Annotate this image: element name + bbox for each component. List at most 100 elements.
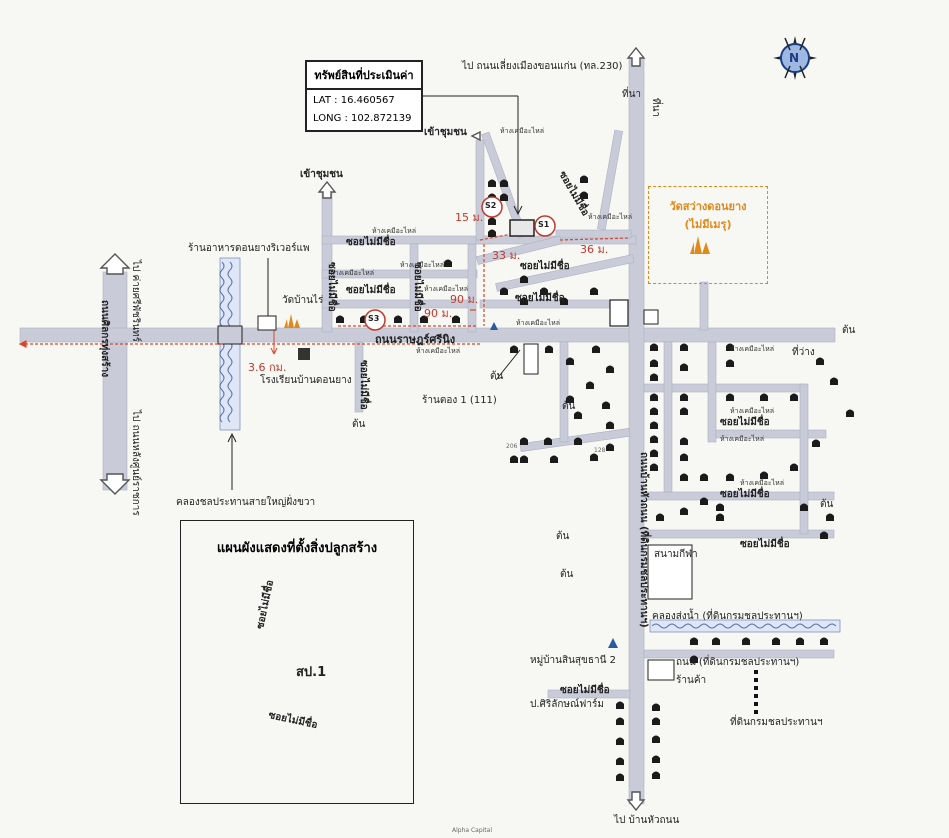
irrigation-canal-label: คลองส่งน้ำ (ที่ดินกรมชลประทานฯ) xyxy=(652,611,803,622)
to-center-label: ไป ถนนหลังศูนย์ราชการ xyxy=(130,410,141,516)
tree-label-5: ต้น xyxy=(820,499,834,510)
road-main-vertical xyxy=(628,57,645,805)
field-label-1: ที่นา xyxy=(622,89,642,100)
road-right-7 xyxy=(663,341,673,493)
compass-north-label: N xyxy=(789,51,800,65)
shop-label-10: ห้างเคมีอะไหล่ xyxy=(730,407,775,415)
wat-ban-rai-label: วัดบ้านไร่ xyxy=(282,295,324,306)
road-right-2 xyxy=(707,341,717,443)
road-lower-6 xyxy=(699,281,709,331)
road-community-3 xyxy=(321,269,478,279)
house-number-128: 128 xyxy=(594,447,606,454)
shop-label-9: ห้างเคมีอะไหล่ xyxy=(730,345,775,353)
road-lower-2 xyxy=(559,341,569,443)
s3-circle xyxy=(364,309,386,331)
temple-name: วัดสว่างดอนยาง xyxy=(669,200,747,213)
arrow-up-top xyxy=(626,46,646,67)
distance-3-6km: 3.6 กม. xyxy=(248,361,287,374)
road-community-10 xyxy=(495,254,635,292)
alley-label-9: ซอยไม่มีชื่อ xyxy=(720,489,770,500)
irrigation-canal xyxy=(649,619,841,633)
inset-building-label: สป.1 xyxy=(296,665,327,680)
s2-circle xyxy=(481,196,503,218)
distance-90m-b: 90 ม. xyxy=(424,307,453,320)
shop-label-6: ห้างเคมีอะไหล่ xyxy=(516,319,561,327)
main-vertical-road-label: ถนนบ้านหัวถนน (ที่ดินกรมชลประทานฯ) xyxy=(638,452,649,628)
alley-label-4: ซอยไม่มีชื่อ xyxy=(515,293,565,304)
arrow-community-left xyxy=(470,130,481,142)
road-right-3 xyxy=(715,429,827,439)
road-lower-3 xyxy=(547,689,631,699)
road-community-5 xyxy=(409,243,419,333)
road-arrows xyxy=(99,46,646,812)
canal xyxy=(217,257,243,431)
road-community-14 xyxy=(354,341,364,413)
arrow-up-left xyxy=(99,253,131,275)
alley-label-1: ซอยไม่มีชื่อ xyxy=(346,237,396,248)
road-community-13 xyxy=(475,139,485,241)
alley-label-3: ซอยไม่มีชื่อ xyxy=(520,261,570,272)
shop-label-1: ห้างเคมีอะไหล่ xyxy=(500,127,545,135)
leader-lines xyxy=(227,95,523,490)
tree-label-3: ต้น xyxy=(556,531,570,542)
road-community-6 xyxy=(467,243,477,333)
shop-small-label: ร้านค้า xyxy=(676,675,707,686)
irrigation-land-label: ที่ดินกรมชลประทานฯ xyxy=(730,717,823,728)
to-ban-hua-thanon-label: ไป บ้านหัวถนน xyxy=(614,815,680,826)
building-layout-inset: แผนผังแสดงที่ตั้งสิ่งปลูกสร้าง xyxy=(180,520,414,804)
left-road-label: ถนนศิลกรทุ่งสร้าง xyxy=(99,300,110,378)
restaurant-label: ร้านอาหารดอนยางริเวอร์แพ xyxy=(188,243,310,254)
community-entrance-label-2: เข้าชุมชน xyxy=(300,169,343,180)
road-lower-5 xyxy=(597,129,623,231)
tree-label-4: ต้น xyxy=(560,569,574,580)
subject-plot xyxy=(257,219,693,681)
alley-label-2: ซอยไม่มีชื่อ xyxy=(346,285,396,296)
tree-label-1: ต้น xyxy=(842,325,856,336)
houses xyxy=(336,175,854,781)
shop-label-5: ห้างเคมีอะไหล่ xyxy=(424,285,469,293)
s1-label: S1 xyxy=(538,220,550,229)
canal-label: คลองชลประทานสายใหญ่ฝั่งขวา xyxy=(176,497,316,508)
alley-label-8: ซอยไม่มีชื่อ xyxy=(720,417,770,428)
footer-watermark: Alpha Capital xyxy=(452,827,493,834)
shop-label-2: ห้างเคมีอะไหล่ xyxy=(372,227,417,235)
s2-label: S2 xyxy=(485,201,497,210)
distance-36m: 36 ม. xyxy=(580,243,609,256)
s3-label: S3 xyxy=(368,314,380,323)
alley-label-10: ซอยไม่มีชื่อ xyxy=(740,539,790,550)
temple-box: วัดสว่างดอนยาง (ไม่มีเมรุ) xyxy=(648,186,768,284)
coordinates-box: ทรัพย์สินที่ประเมินค่า LAT : 16.460567 L… xyxy=(305,60,423,132)
tree-label-6: ต้น xyxy=(352,419,366,430)
distance-90m-a: 90 ม. xyxy=(450,293,479,306)
marker-triangle-1 xyxy=(490,322,498,330)
road-lower-4 xyxy=(643,649,835,659)
road-right-4 xyxy=(643,491,835,501)
alley-label-7: ซอยไม่มีชื่อ xyxy=(358,360,369,410)
arrow-community-up xyxy=(317,180,337,199)
distance-15m: 15 ม. xyxy=(455,211,484,224)
tree-label-7: ต้น xyxy=(562,401,576,412)
marker-triangle-2 xyxy=(608,638,618,648)
inset-title: แผนผังแสดงที่ตั้งสิ่งปลูกสร้าง xyxy=(216,541,378,556)
temple-icon-wat-ban-rai xyxy=(284,314,300,328)
shop-label: ร้านตอง 1 (111) xyxy=(422,395,497,406)
to-highway-label: ไป ถนนเลี่ยงเมืองขอนแก่น (ทล.230) xyxy=(462,61,623,72)
shop-label-11: ห้างเคมีอะไหล่ xyxy=(720,435,765,443)
shop-label-4: ห้างเคมีอะไหล่ xyxy=(330,269,375,277)
triangle-markers xyxy=(490,322,618,648)
latitude-text: LAT : 16.460567 xyxy=(313,95,395,106)
community-entrance-label: เข้าชุมชน xyxy=(424,127,467,138)
field-label-2: ที่นา xyxy=(650,98,661,118)
temple-note: (ไม่มีเมรุ) xyxy=(684,218,732,231)
distance-33m: 33 ม. xyxy=(492,249,521,262)
s1-circle xyxy=(534,215,556,237)
stadium-label: สนามกีฬา xyxy=(654,549,698,560)
road-network xyxy=(19,57,836,805)
shop-label-3: ห้างเคมีอะไหล่ xyxy=(400,261,445,269)
arrow-down-bottom xyxy=(626,791,646,812)
survey-points xyxy=(364,196,556,331)
unnamed-alley-label: ซอยไม่มีชื่อ xyxy=(560,685,610,696)
distance-lines xyxy=(18,233,631,355)
